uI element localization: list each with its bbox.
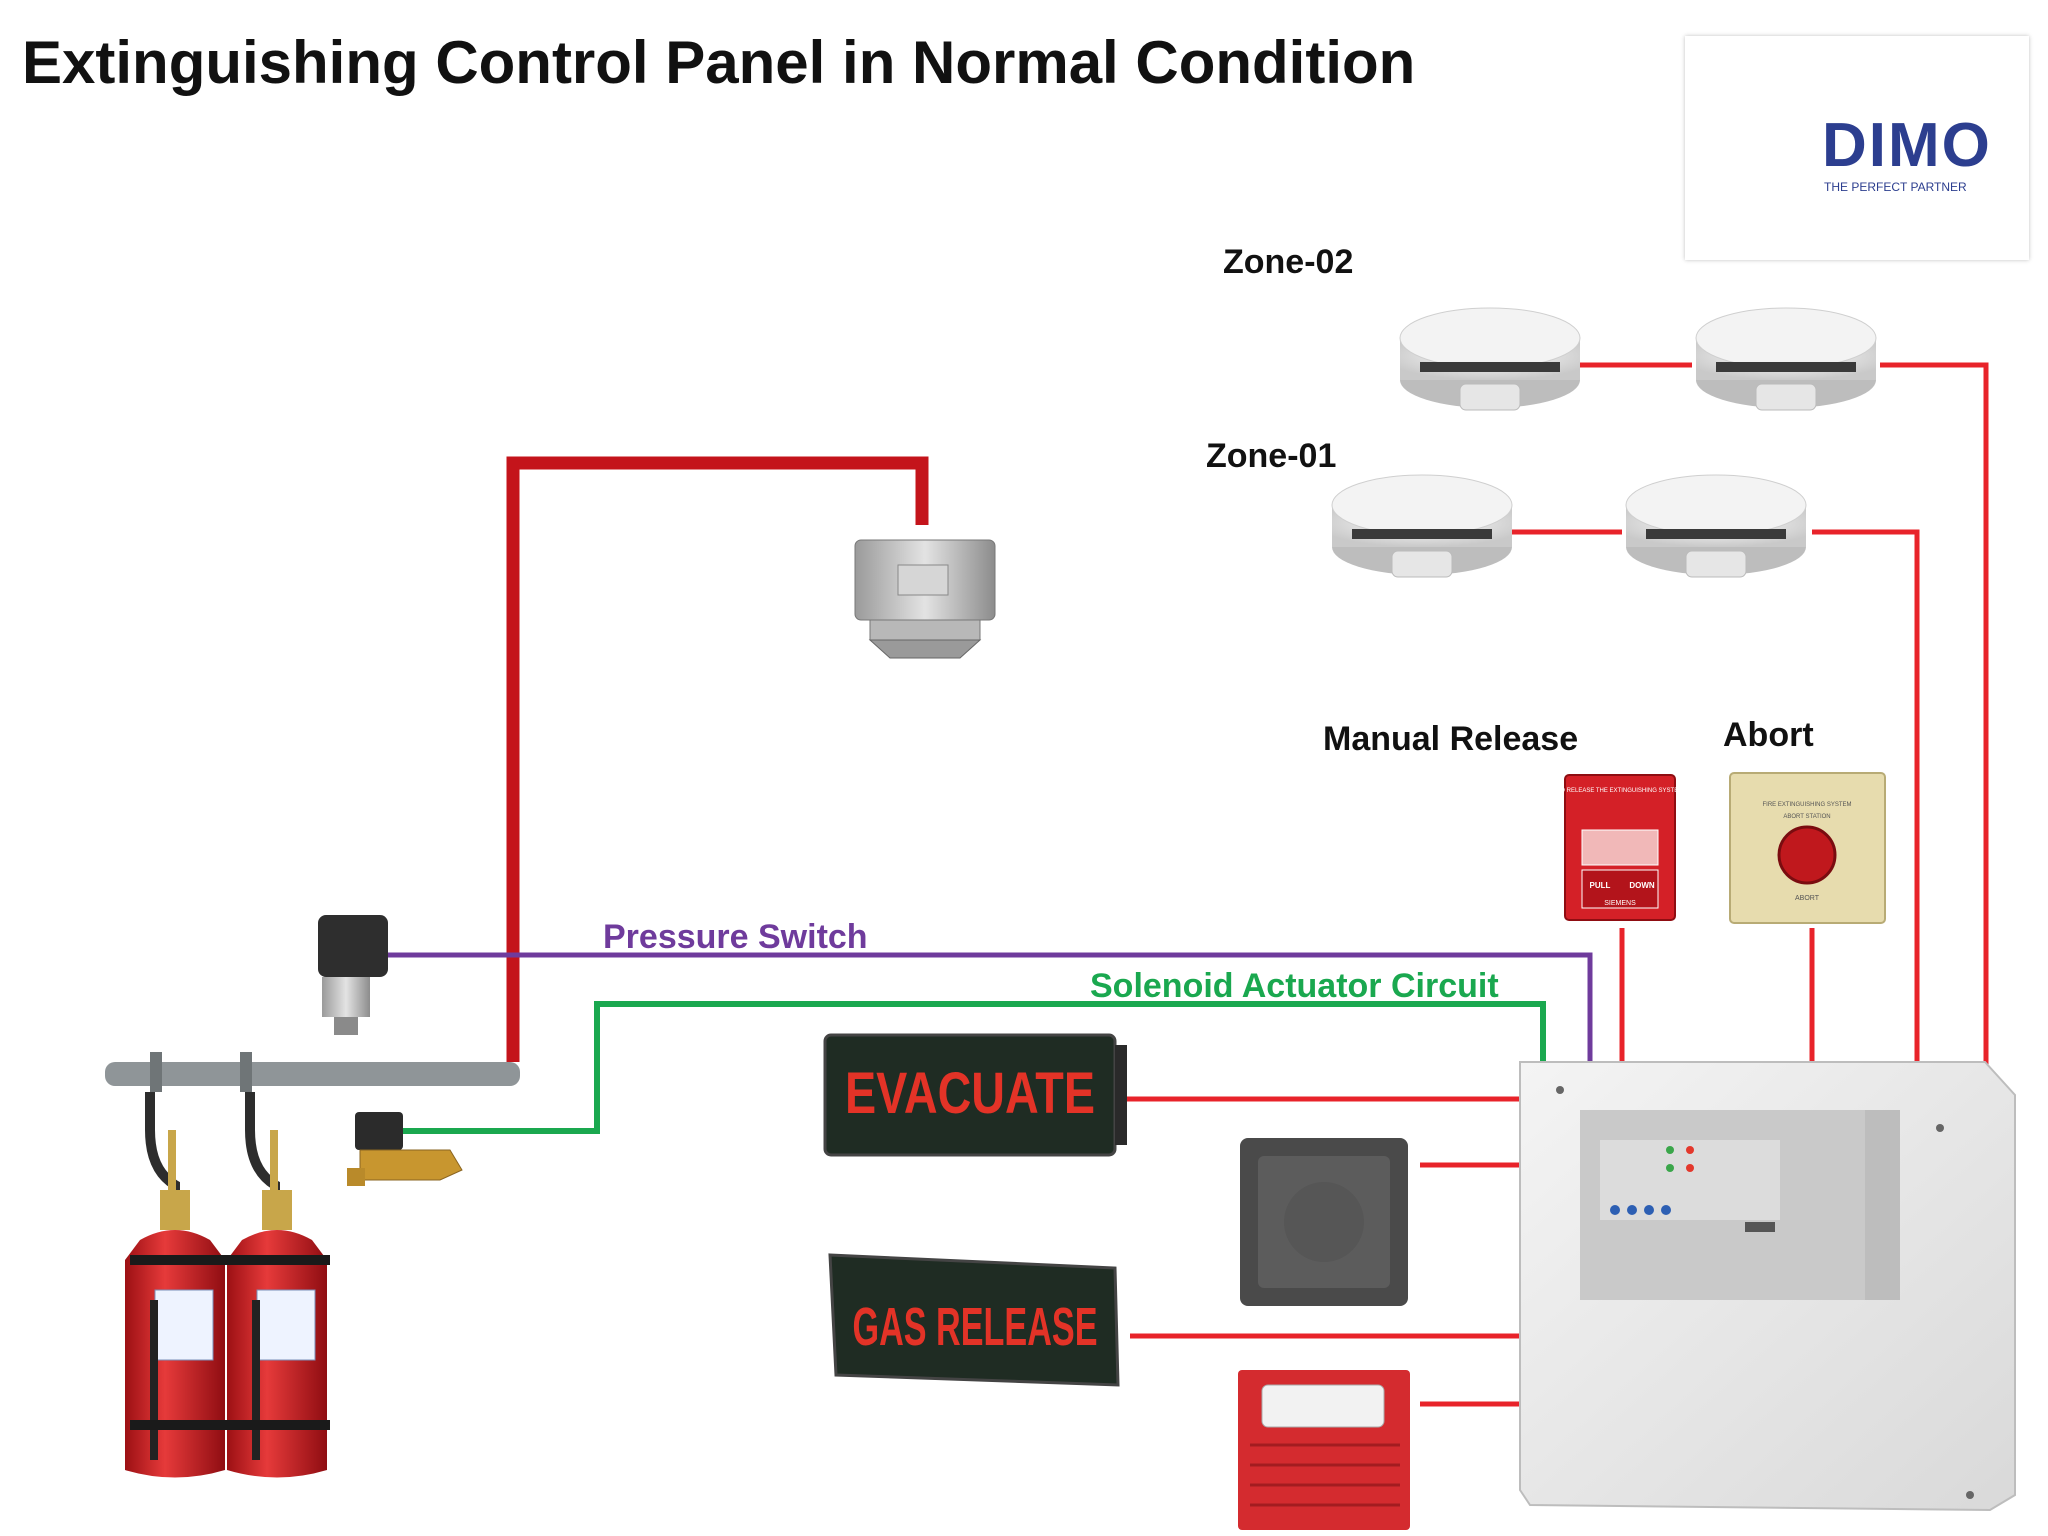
cylinder-straps [130,1255,330,1430]
solenoid-circuit-label: Solenoid Actuator Circuit [1090,967,1499,1005]
solenoid-actuator [347,1112,463,1186]
zone-01-label: Zone-01 [1206,437,1337,475]
sounder [1240,1138,1408,1306]
zone-01-wire [1812,529,1920,1105]
pressure-switch [318,915,388,1035]
wires [388,362,1989,1407]
manual-release-station: TO RELEASE THE EXTINGUISHING SYSTEM PULL… [1557,774,1683,921]
detector-zone-02-a [1399,307,1581,411]
discharge-nozzle [854,539,996,659]
agent-cylinder-1 [125,1190,225,1478]
detector-zone-01-a [1331,474,1513,578]
abort-label: Abort [1723,716,1814,754]
page-title: Extinguishing Control Panel in Normal Co… [22,29,1416,96]
abort-station: FIRE EXTINGUISHING SYSTEM ABORT STATION … [1729,772,1886,924]
gas-release-sign: GAS RELEASE [828,1253,1120,1387]
zone-02-label: Zone-02 [1223,243,1354,281]
agent-cylinder-2 [227,1190,327,1478]
manual-release-brand-text: SIEMENS [1604,900,1636,907]
abort-top-text: FIRE EXTINGUISHING SYSTEM [1762,802,1851,808]
extinguishing-control-panel [1519,1061,2016,1512]
pressure-switch-wire [388,952,1593,1064]
gas-release-text: GAS RELEASE [853,1297,1098,1357]
manifold [105,1052,520,1225]
detector-zone-02-b [1695,307,1877,411]
manual-release-pull-text: PULL [1590,881,1611,890]
abort-mid-text: ABORT STATION [1783,814,1830,820]
logo-name: DIMO [1822,111,1992,180]
solenoid-wire [400,1001,1546,1134]
discharge-pipe [506,456,929,1062]
strobe-light [1238,1370,1410,1530]
abort-bottom-text: ABORT [1795,895,1820,902]
evacuate-text: EVACUATE [845,1061,1095,1126]
manual-release-top-text: TO RELEASE THE EXTINGUISHING SYSTEM [1557,788,1683,794]
logo-box [1685,36,2029,260]
manual-release-label: Manual Release [1323,720,1579,758]
pressure-switch-label: Pressure Switch [603,918,868,956]
manual-release-down-text: DOWN [1629,881,1655,890]
detector-zone-01-b [1625,474,1807,578]
logo-tagline: THE PERFECT PARTNER [1824,180,1967,194]
evacuate-sign: EVACUATE [823,1033,1127,1157]
zone-02-wire [1880,362,1989,1105]
